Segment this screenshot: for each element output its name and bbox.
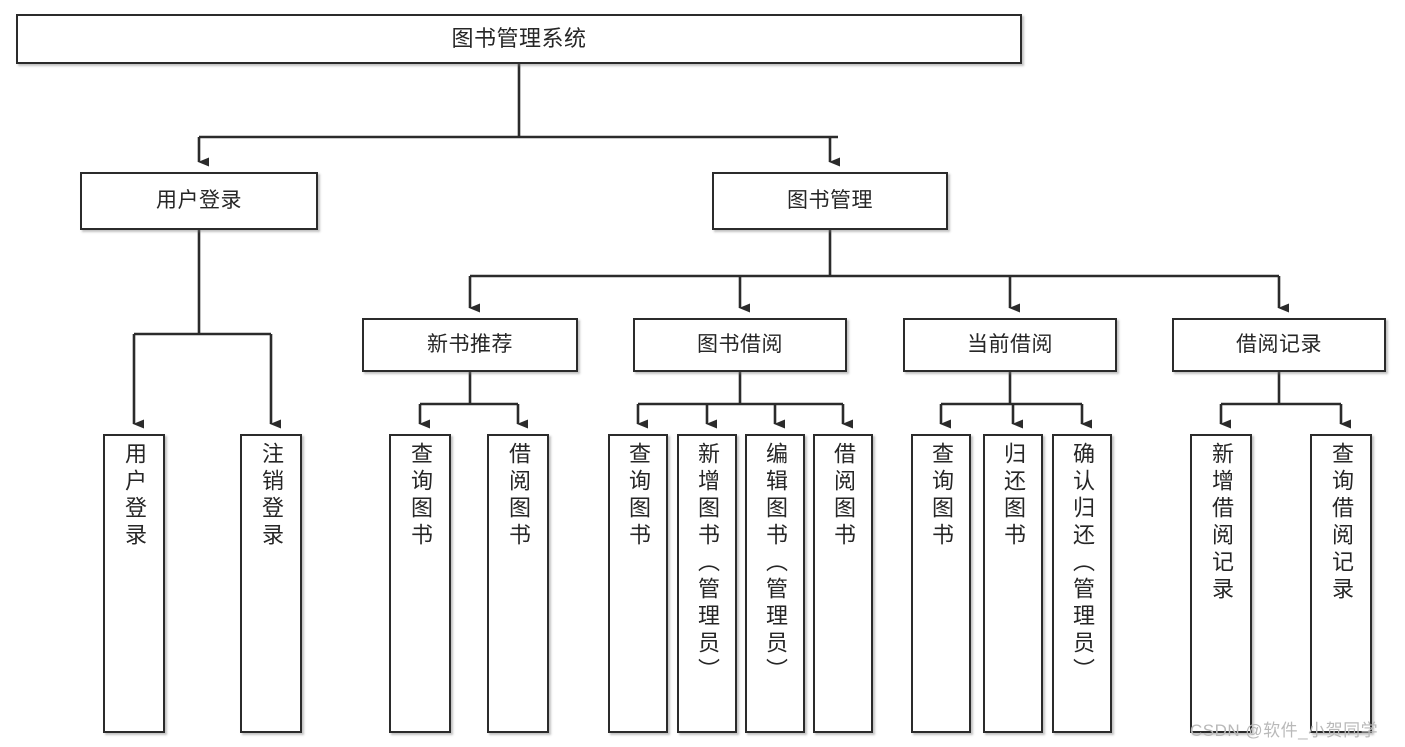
node-book-manage[interactable]: 图书管理 [712,172,948,230]
node-current-borrow[interactable]: 当前借阅 [903,318,1117,372]
node-borrow-record[interactable]: 借阅记录 [1172,318,1386,372]
node-leaf-add-record[interactable]: 新增借阅记录 [1190,434,1252,733]
node-label: 确认归还（管理员） [1070,442,1095,685]
node-leaf-query-book-3[interactable]: 查询图书 [911,434,971,733]
node-label: 注销登录 [259,442,284,550]
node-label: 查询图书 [626,442,651,550]
node-leaf-query-book-2[interactable]: 查询图书 [608,434,668,733]
node-label: 图书借阅 [697,332,783,356]
node-label: 图书管理 [787,188,873,212]
node-label: 编辑图书（管理员） [763,442,788,685]
node-leaf-confirm-return[interactable]: 确认归还（管理员） [1052,434,1112,733]
node-label: 查询借阅记录 [1329,442,1354,604]
node-leaf-query-record[interactable]: 查询借阅记录 [1310,434,1372,733]
node-leaf-return-book[interactable]: 归还图书 [983,434,1043,733]
node-leaf-query-book-1[interactable]: 查询图书 [389,434,451,733]
node-leaf-borrow-book-2[interactable]: 借阅图书 [813,434,873,733]
node-leaf-logout[interactable]: 注销登录 [240,434,302,733]
node-label: 新增借阅记录 [1209,442,1234,604]
node-leaf-add-book[interactable]: 新增图书（管理员） [677,434,737,733]
node-leaf-edit-book[interactable]: 编辑图书（管理员） [745,434,805,733]
node-leaf-user-login[interactable]: 用户登录 [103,434,165,733]
node-label: 新增图书（管理员） [695,442,720,685]
node-book-borrow[interactable]: 图书借阅 [633,318,847,372]
node-new-book-recommend[interactable]: 新书推荐 [362,318,578,372]
node-label: 新书推荐 [427,332,513,356]
node-label: 当前借阅 [967,332,1053,356]
node-label: 借阅图书 [506,442,531,550]
node-root-system[interactable]: 图书管理系统 [16,14,1022,64]
node-label: 查询图书 [929,442,954,550]
node-label: 借阅图书 [831,442,856,550]
node-label: 图书管理系统 [451,26,587,52]
node-label: 用户登录 [156,188,242,212]
node-label: 归还图书 [1001,442,1026,550]
node-leaf-borrow-book-1[interactable]: 借阅图书 [487,434,549,733]
node-label: 用户登录 [122,442,147,550]
node-user-login[interactable]: 用户登录 [80,172,318,230]
csdn-watermark: CSDN @软件_小贺同学 [1190,721,1379,740]
node-label: 借阅记录 [1236,332,1322,356]
node-label: 查询图书 [408,442,433,550]
